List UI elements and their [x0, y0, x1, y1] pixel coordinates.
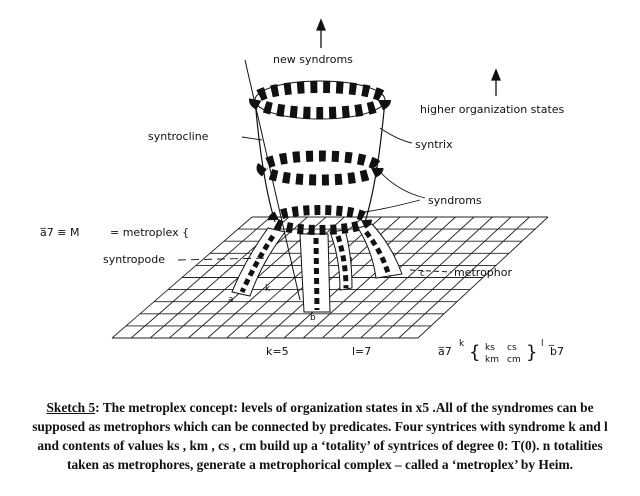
leg-label-k: k — [265, 284, 271, 294]
formula-cm: cm — [507, 355, 521, 365]
figure-caption: Sketch 5: The metroplex concept: levels … — [20, 398, 620, 474]
formula-cs: cs — [507, 343, 517, 353]
leader-lines — [177, 127, 453, 273]
ring-lower — [268, 205, 372, 235]
formula-brace-open: { — [469, 342, 480, 363]
formula-brace-close: } — [526, 342, 537, 363]
up-arrow-icon — [316, 18, 326, 48]
caption-title: Sketch 5 — [46, 400, 96, 415]
ring-middle — [256, 150, 384, 186]
leg-label-c: c — [420, 269, 425, 279]
metroplex-diagram: new syndroms higher organization states … — [40, 18, 565, 365]
formula-l: l — [541, 339, 544, 349]
up-arrow-icon — [491, 68, 501, 96]
formula-right: b̅7 — [548, 345, 564, 358]
leg-label-b: b — [310, 313, 316, 323]
label-syntrix: syntrix — [415, 138, 453, 151]
label-syntropode: syntropode — [103, 253, 165, 266]
syntrix-formula: a̅7 k { ks cs km cm } l b̅7 — [438, 339, 564, 365]
formula-ks: ks — [485, 343, 495, 353]
label-k-value: k=5 — [266, 345, 289, 358]
formula-km: km — [485, 355, 499, 365]
metroplex-equation-lhs: a̅7 ≡ M — [40, 226, 80, 239]
syntrix-rings — [249, 80, 391, 235]
syntropode-legs — [231, 223, 403, 313]
caption-text: : The metroplex concept: levels of organ… — [32, 400, 608, 472]
label-syntrocline: syntrocline — [148, 130, 209, 143]
formula-k: k — [459, 339, 465, 349]
label-metrophor: metrophor — [454, 266, 512, 279]
leg-label-a: a — [228, 295, 234, 305]
metroplex-equation-rhs: = metroplex { — [110, 226, 189, 239]
label-syndroms: syndroms — [428, 194, 482, 207]
label-new-syndroms: new syndroms — [273, 53, 353, 66]
label-l-value: l=7 — [352, 345, 371, 358]
leg-l — [329, 229, 353, 291]
formula-left: a̅7 — [438, 345, 452, 358]
ring-top — [249, 80, 391, 120]
label-higher-organization-states: higher organization states — [420, 103, 565, 116]
leg-a — [231, 227, 286, 297]
leg-label-l: l — [350, 257, 353, 267]
